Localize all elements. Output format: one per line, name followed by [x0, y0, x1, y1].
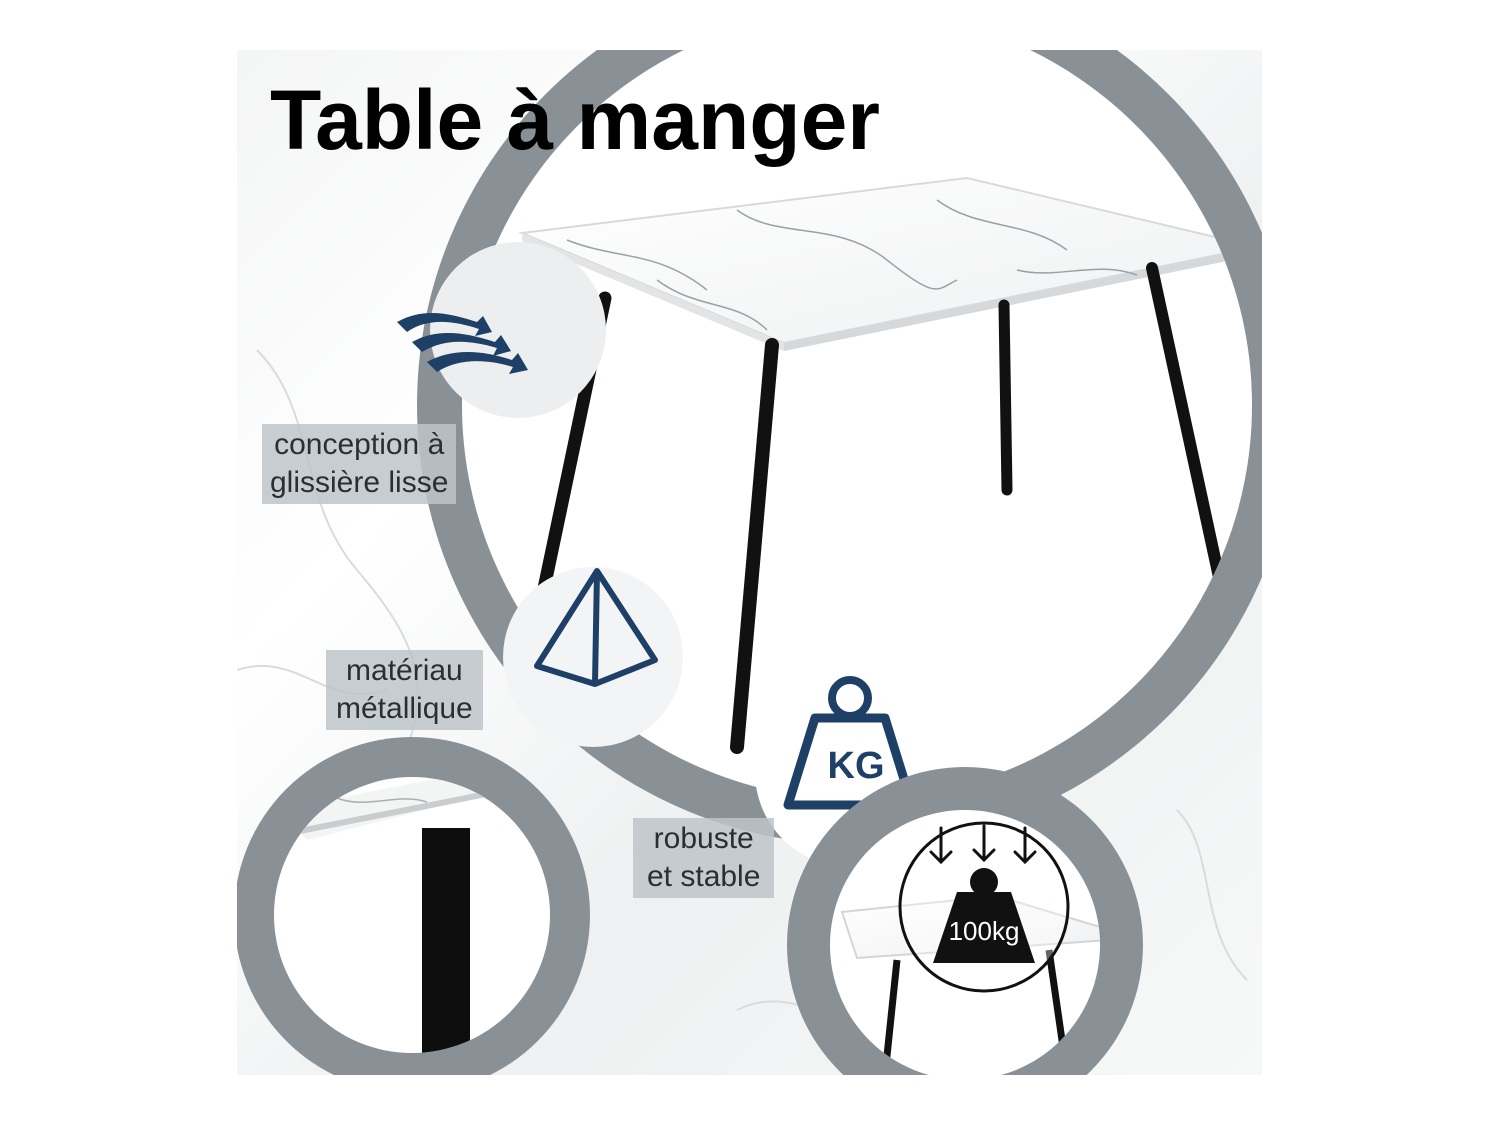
product-canvas [237, 50, 1262, 1075]
glide-icon-bubble [430, 242, 606, 418]
downward-arrows-weight-icon [898, 821, 1070, 993]
product-illustration [237, 50, 1262, 1075]
glide-label-line1: conception à [274, 428, 445, 461]
glide-feature-label: conception à glissière lisse [262, 424, 457, 504]
metal-label-line1: matériau [346, 654, 463, 687]
load-capacity-text: 100kg [948, 916, 1020, 946]
sturdy-feature-label: robuste et stable [633, 818, 775, 898]
sturdy-label-line2: et stable [647, 860, 761, 893]
metal-label-line2: métallique [336, 692, 473, 725]
smooth-glide-arrows-icon [397, 312, 528, 374]
sturdy-label-line1: robuste [653, 822, 754, 855]
metal-feature-label: matériau métallique [326, 650, 483, 730]
pyramid-icon [534, 568, 658, 687]
glide-label-line2: glissière lisse [270, 466, 449, 499]
page-title: Table à manger [270, 73, 880, 167]
kg-icon-text: KG [827, 745, 885, 787]
